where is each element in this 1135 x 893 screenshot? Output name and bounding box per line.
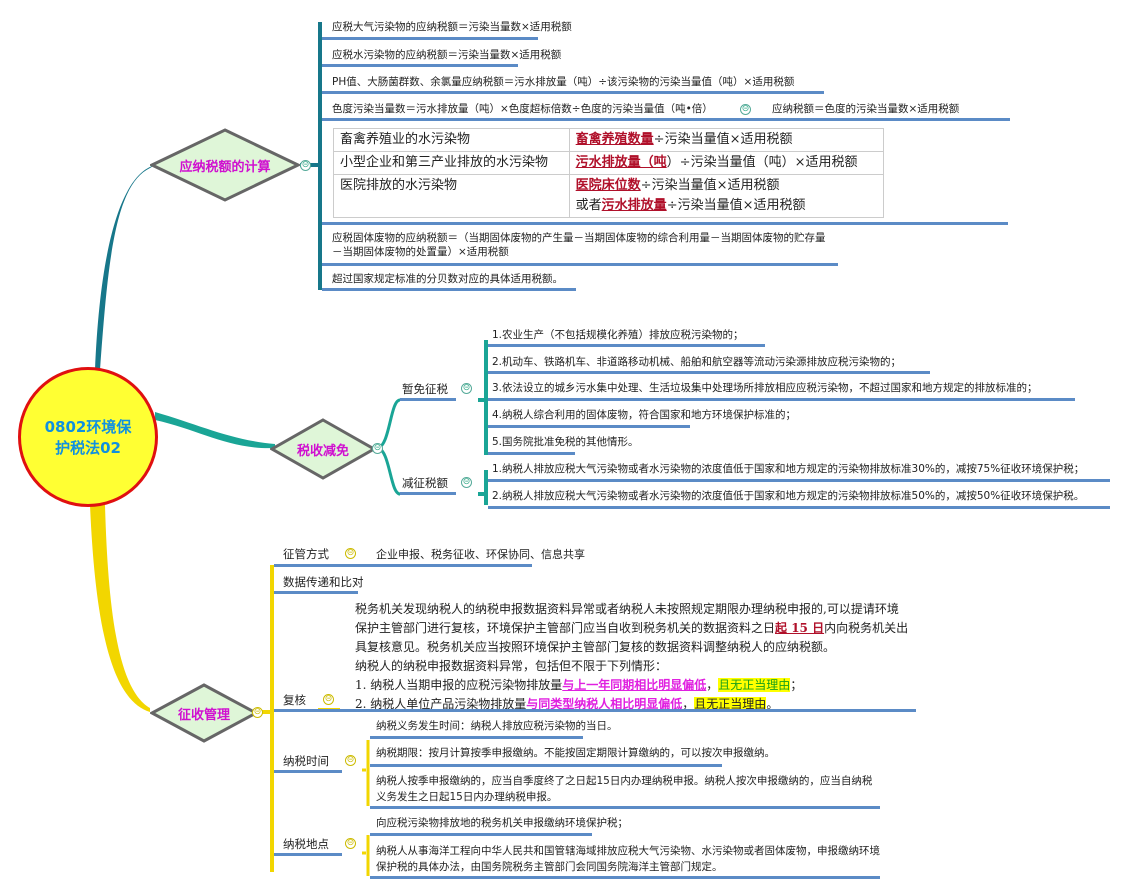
data-label: 数据传递和比对 — [283, 575, 364, 589]
time-item: 纳税期限：按月计算按季申报缴纳。不能按固定期限计算缴纳的，可以按次申报缴纳。 — [376, 747, 775, 759]
solid-waste-item: 应税固体废物的应纳税额＝（当期固体废物的产生量－当期固体废物的综合利用量－当期固… — [332, 232, 826, 258]
review-text: 税务机关发现纳税人的纳税申报数据资料异常或者纳税人未按照规定期限办理纳税申报的,… — [355, 602, 909, 711]
branch-calc[interactable]: 应纳税额的计算 — [150, 128, 300, 202]
noise-item: 超过国家规定标准的分贝数对应的具体适用税额。 — [332, 273, 563, 285]
branch-admin[interactable]: 征收管理 — [150, 683, 258, 743]
exempt-item: 2.机动车、铁路机车、非道路移动机械、船舶和航空器等流动污染源排放应税污染物的； — [492, 356, 902, 368]
root-node[interactable]: 0802环境保护税法02 — [18, 367, 158, 507]
mode-value: 企业申报、税务征收、环保协同、信息共享 — [376, 548, 585, 561]
exempt-item: 1.农业生产（不包括规模化养殖）排放应税污染物的； — [492, 329, 744, 341]
exempt-label: 暂免征税 — [402, 382, 448, 396]
time-item: 纳税义务发生时间：纳税人排放应税污染物的当日。 — [376, 720, 618, 732]
time-label: 纳税时间 — [283, 754, 329, 768]
collapse-toggle[interactable]: ⊝ — [740, 104, 751, 115]
branch-relief[interactable]: 税收减免 — [270, 418, 376, 480]
exempt-item: 5.国务院批准免税的其他情形。 — [492, 436, 639, 448]
color-tax-item: 应纳税额＝色度的污染当量数×适用税额 — [772, 103, 960, 115]
collapse-toggle[interactable]: ⊝ — [345, 755, 356, 766]
collapse-toggle[interactable]: ⊝ — [323, 694, 334, 705]
reduce-label: 减征税额 — [402, 476, 448, 490]
collapse-toggle[interactable]: ⊝ — [300, 160, 311, 171]
water-pollutant-table: 畜禽养殖业的水污染物畜禽养殖数量÷污染当量值×适用税额 小型企业和第三产业排放的… — [333, 128, 885, 218]
exempt-item: 4.纳税人综合利用的固体废物，符合国家和地方环境保护标准的； — [492, 409, 797, 421]
reduce-item: 1.纳税人排放应税大气污染物或者水污染物的浓度值低于国家和地方规定的污染物排放标… — [492, 463, 1085, 475]
calc-item: 色度污染当量数＝污水排放量（吨）×色度超标倍数÷色度的污染当量值（吨•倍） — [332, 103, 713, 115]
calc-item: 应税大气污染物的应纳税额＝污染当量数×适用税额 — [332, 21, 572, 33]
place-item: 纳税人从事海洋工程向中华人民共和国管辖海域排放应税大气污染物、水污染物或者固体废… — [376, 845, 880, 873]
place-label: 纳税地点 — [283, 837, 329, 851]
collapse-toggle[interactable]: ⊝ — [345, 838, 356, 849]
calc-item: PH值、大肠菌群数、余氯量应纳税额＝污水排放量（吨）÷该污染物的污染当量值（吨）… — [332, 76, 795, 88]
reduce-item: 2.纳税人排放应税大气污染物或者水污染物的浓度值低于国家和地方规定的污染物排放标… — [492, 490, 1085, 502]
collapse-toggle[interactable]: ⊝ — [372, 443, 383, 454]
calc-item: 应税水污染物的应纳税额＝污染当量数×适用税额 — [332, 49, 562, 61]
collapse-toggle[interactable]: ⊝ — [252, 707, 263, 718]
collapse-toggle[interactable]: ⊝ — [461, 477, 472, 488]
collapse-toggle[interactable]: ⊝ — [345, 548, 356, 559]
review-label: 复核 — [283, 693, 306, 707]
exempt-item: 3.依法设立的城乡污水集中处理、生活垃圾集中处理场所排放相应应税污染物，不超过国… — [492, 382, 1038, 394]
mode-label: 征管方式 — [283, 547, 329, 561]
collapse-toggle[interactable]: ⊝ — [461, 383, 472, 394]
place-item: 向应税污染物排放地的税务机关申报缴纳环境保护税； — [376, 817, 628, 829]
time-item: 纳税人按季申报缴纳的，应当自季度终了之日起15日内办理纳税申报。纳税人按次申报缴… — [376, 775, 873, 803]
root-title: 0802环境保护税法02 — [44, 418, 132, 457]
